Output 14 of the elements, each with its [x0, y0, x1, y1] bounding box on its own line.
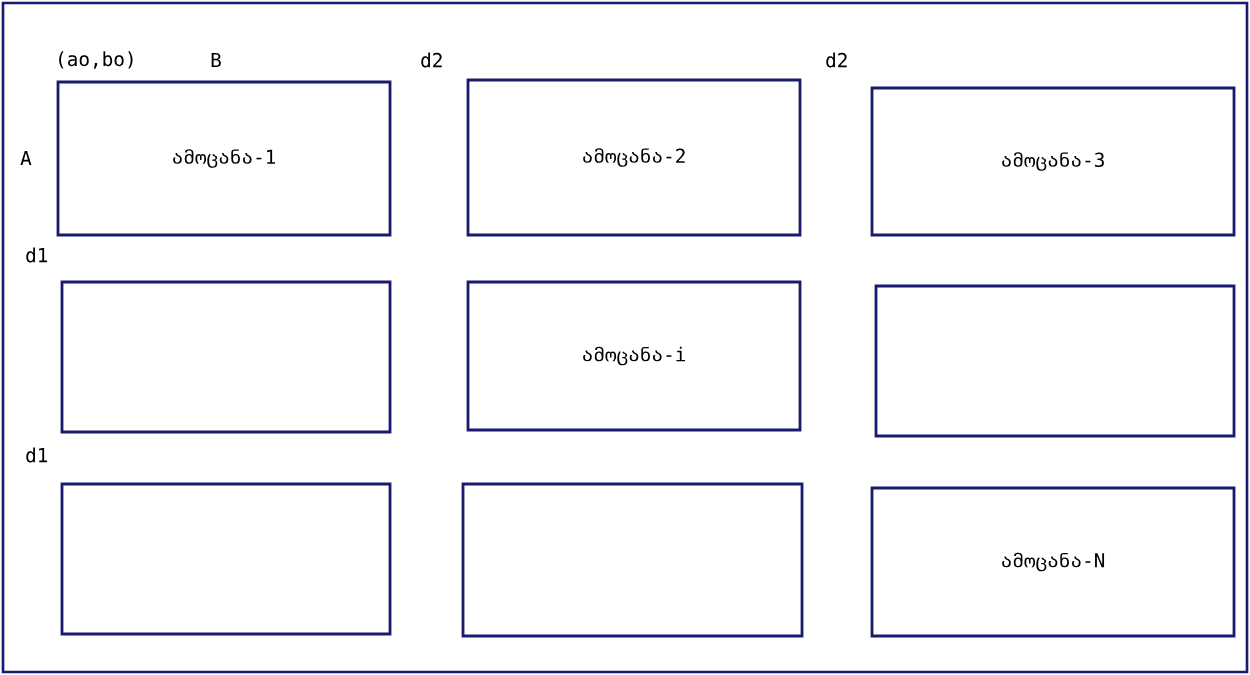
task-box: ამოცანა-N	[870, 486, 1236, 638]
task-box: ამოცანა-2	[466, 78, 802, 237]
axis-label: d1	[26, 247, 48, 263]
task-box: ამოცანა-1	[56, 80, 392, 237]
task-box: ამოცანა-3	[870, 86, 1236, 237]
empty-box	[874, 284, 1236, 438]
empty-box	[60, 280, 392, 434]
task-box: ამოცანა-i	[466, 280, 802, 432]
empty-box	[461, 482, 804, 638]
axis-label: d1	[26, 447, 48, 463]
empty-box	[60, 482, 392, 636]
axis-label: d2	[421, 52, 442, 68]
axis-label: A	[20, 150, 32, 166]
axis-label: d2	[826, 52, 847, 68]
